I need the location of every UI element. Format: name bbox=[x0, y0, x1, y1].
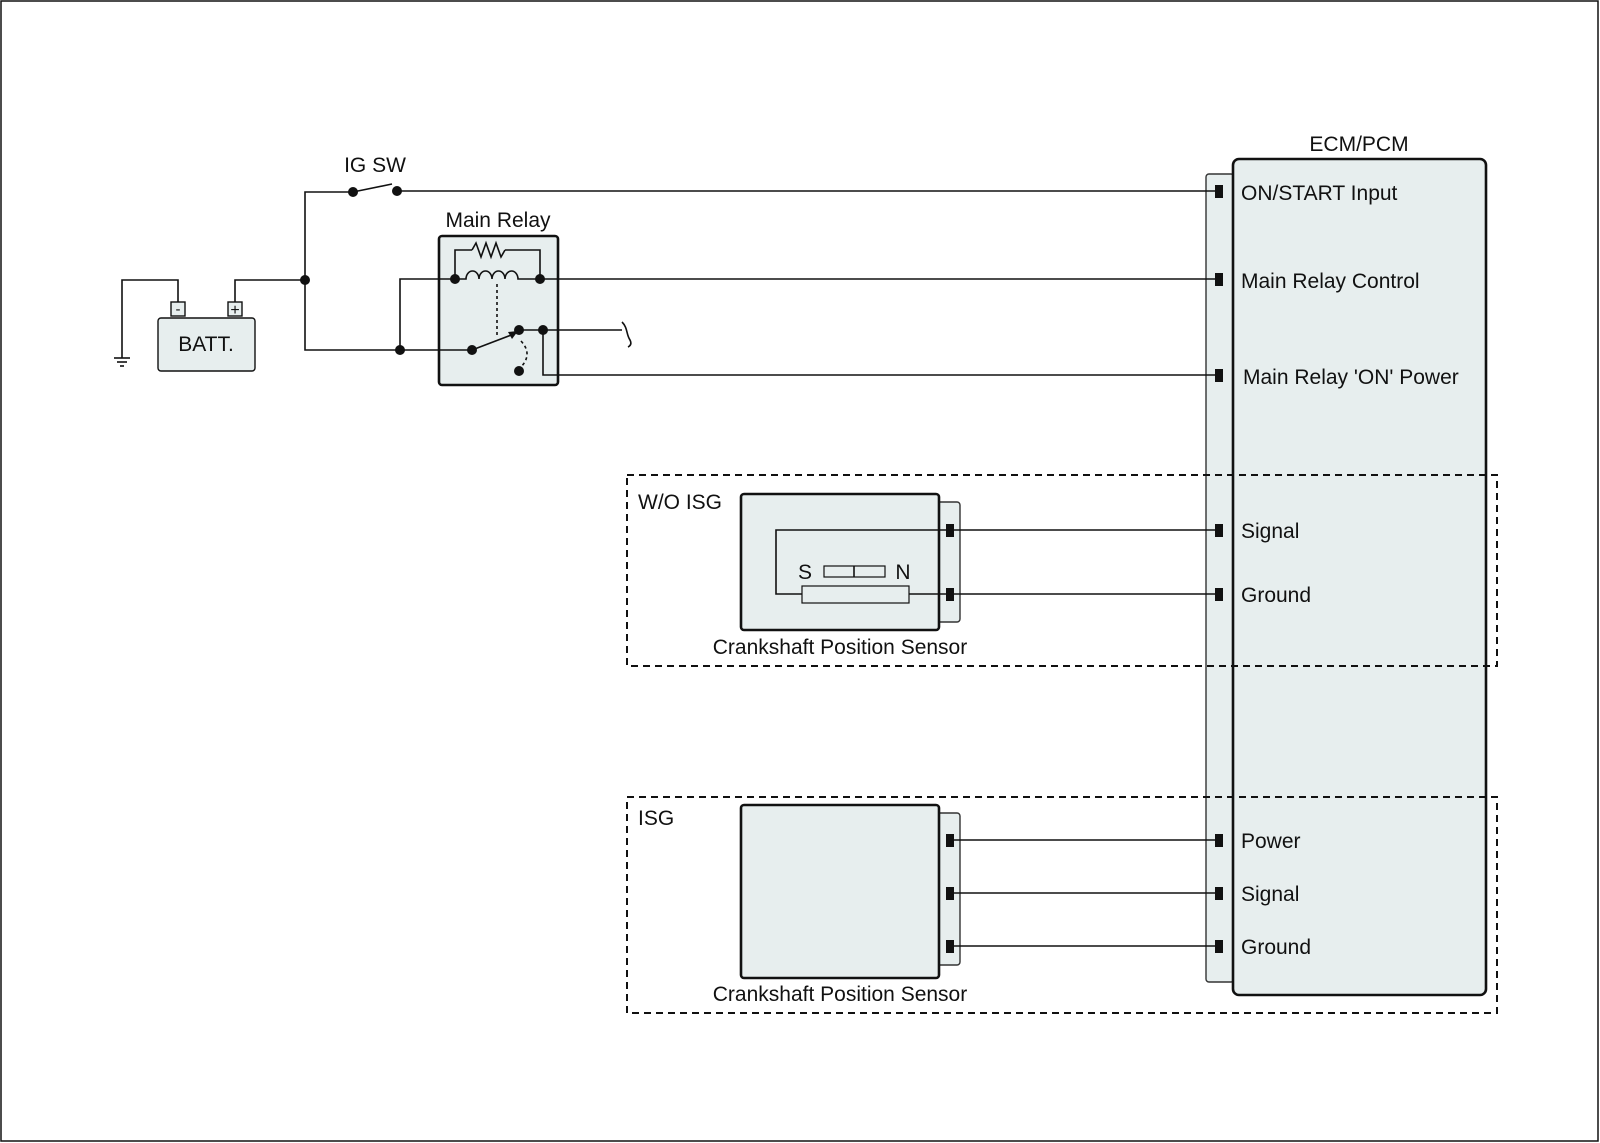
wo-isg-group: W/O ISG S N Crankshaft Position Sensor bbox=[626, 474, 1498, 667]
pin-label-isg-power: Power bbox=[1241, 830, 1301, 853]
ground-icon bbox=[114, 357, 130, 367]
battery-label: BATT. bbox=[178, 333, 234, 356]
wo-isg-sensor-label: Crankshaft Position Sensor bbox=[713, 636, 967, 659]
isg-group: ISG Crankshaft Position Sensor bbox=[626, 796, 1498, 1014]
isg-sensor-pin-ground bbox=[946, 940, 954, 953]
ecm-pin-on-start bbox=[1215, 185, 1223, 198]
battery-body bbox=[157, 317, 256, 372]
wo-isg-sensor-coil bbox=[801, 585, 910, 604]
wo-isg-magnet-s: S bbox=[798, 561, 812, 584]
ecm-pin-isg-power bbox=[1215, 834, 1223, 847]
relay-coil-feed-wire bbox=[399, 278, 455, 350]
pin-label-on-start: ON/START Input bbox=[1241, 182, 1398, 205]
ecm-connector bbox=[1205, 173, 1235, 983]
battery-to-relay-wire bbox=[304, 280, 400, 351]
main-relay-label: Main Relay bbox=[445, 209, 551, 232]
ecm-label: ECM/PCM bbox=[1309, 133, 1408, 156]
wo-isg-magnet-n: N bbox=[895, 561, 910, 584]
ig-feed-wire bbox=[304, 191, 353, 280]
wo-isg-dashed-frame bbox=[626, 474, 1498, 667]
relay-coil-icon bbox=[455, 270, 540, 280]
main-relay: Main Relay bbox=[437, 209, 560, 387]
relay-resistor-icon bbox=[471, 240, 506, 260]
ig-switch-blade bbox=[352, 183, 393, 193]
isg-dashed-frame bbox=[626, 796, 1498, 1014]
battery-plus-sign: + bbox=[230, 302, 239, 319]
isg-sensor-pin-signal bbox=[946, 887, 954, 900]
ig-switch: IG SW bbox=[304, 154, 1215, 280]
ecm-pin-isg-signal bbox=[1215, 887, 1223, 900]
wo-isg-label: W/O ISG bbox=[638, 491, 722, 514]
ecm-pcm: ECM/PCM ON/START Input Main Relay Contro… bbox=[1205, 133, 1488, 997]
ecm-body bbox=[1231, 157, 1488, 997]
ecm-pin-wo-isg-ground bbox=[1215, 588, 1223, 601]
pin-label-wo-isg-ground: Ground bbox=[1241, 584, 1311, 607]
pin-label-relay-control: Main Relay Control bbox=[1241, 270, 1420, 293]
pin-label-relay-on-power: Main Relay 'ON' Power bbox=[1243, 366, 1459, 389]
battery-minus-sign: - bbox=[176, 301, 181, 318]
battery-ground-wire bbox=[121, 279, 179, 358]
pin-label-wo-isg-signal: Signal bbox=[1241, 520, 1299, 543]
wire-continuation-break-icon bbox=[621, 321, 632, 348]
pin-label-isg-ground: Ground bbox=[1241, 936, 1311, 959]
ecm-pin-wo-isg-signal bbox=[1215, 524, 1223, 537]
relay-switch-nc-contact bbox=[514, 366, 524, 376]
wo-isg-sensor-signal-lead bbox=[775, 529, 950, 595]
relay-resistor-lead-right bbox=[505, 249, 541, 279]
isg-sensor-body bbox=[739, 803, 941, 980]
battery: BATT. - + bbox=[114, 279, 305, 372]
ecm-pin-isg-ground bbox=[1215, 940, 1223, 953]
relay-switch-blade bbox=[471, 333, 515, 351]
pin-label-isg-signal: Signal bbox=[1241, 883, 1299, 906]
isg-sensor-pin-power bbox=[946, 834, 954, 847]
wire-relay-on-power bbox=[542, 330, 1215, 376]
isg-sensor-label: Crankshaft Position Sensor bbox=[713, 983, 967, 1006]
battery-plus-wire bbox=[234, 279, 305, 302]
isg-label: ISG bbox=[638, 807, 674, 830]
relay-spring-icon bbox=[518, 340, 528, 370]
relay-resistor-lead-left bbox=[454, 249, 472, 279]
ecm-pin-relay-on-power bbox=[1215, 369, 1223, 382]
ecm-pin-relay-control bbox=[1215, 273, 1223, 286]
ig-switch-label: IG SW bbox=[344, 154, 406, 177]
